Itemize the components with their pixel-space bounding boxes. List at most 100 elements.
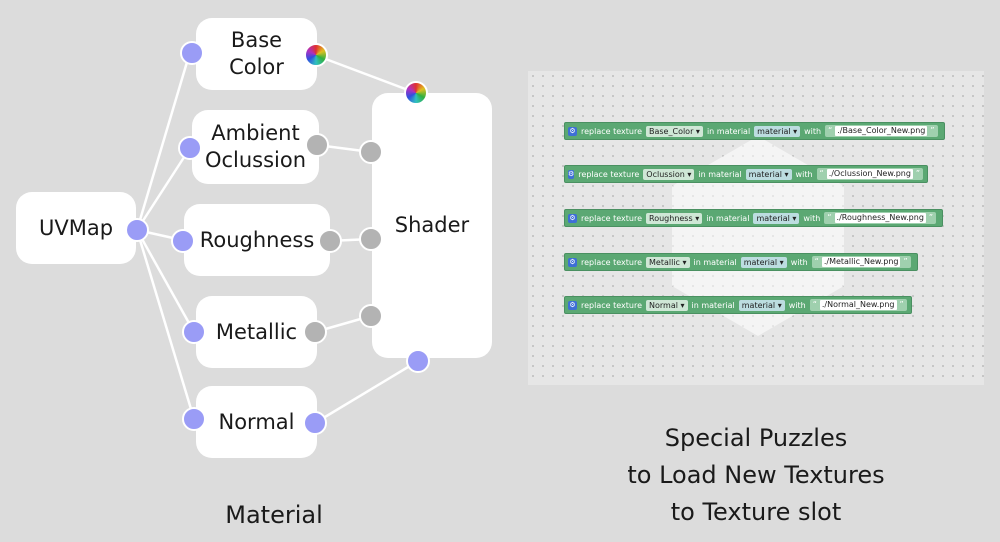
material-dropdown-value: material — [748, 169, 782, 179]
replace-texture-block[interactable]: ⚙ replace texture Normal ▾ in material m… — [564, 296, 912, 314]
base-color-output-socket[interactable] — [304, 43, 328, 67]
block-in-material-label: in material — [706, 213, 750, 223]
occlusion-output-socket[interactable] — [305, 133, 329, 157]
block-label: replace texture — [581, 213, 642, 223]
normal-input-socket[interactable] — [182, 407, 206, 431]
roughness-output-socket[interactable] — [318, 229, 342, 253]
dropdown-arrow-icon: ▾ — [779, 257, 784, 267]
base-color-input-socket[interactable] — [180, 41, 204, 65]
material-dropdown-value: material — [741, 300, 776, 310]
block-with-label: with — [803, 213, 821, 223]
quote-open-icon: “ — [828, 126, 833, 135]
roughness-input-socket[interactable] — [171, 229, 195, 253]
quote-open-icon: “ — [819, 169, 824, 178]
texture-dropdown[interactable]: Roughness ▾ — [646, 212, 703, 224]
file-path-value: ./Oclussion_New.png — [826, 169, 913, 179]
metallic-label: Metallic — [215, 319, 298, 344]
material-dropdown[interactable]: material ▾ — [754, 125, 801, 137]
file-string-input[interactable]: “./Base_Color_New.png” — [825, 125, 938, 137]
file-path-value: ./Metallic_New.png — [821, 257, 901, 267]
gear-icon[interactable]: ⚙ — [568, 300, 577, 310]
block-in-material-label: in material — [706, 126, 751, 136]
block-label: replace texture — [581, 300, 642, 310]
shader-color-input-socket[interactable] — [404, 81, 428, 105]
uvmap-output-socket[interactable] — [125, 218, 149, 242]
edge-uvmap-basecolor — [135, 51, 192, 231]
texture-dropdown-value: Oclussion — [646, 169, 685, 179]
normal-node[interactable]: Normal — [196, 386, 317, 458]
block-label: replace texture — [581, 126, 642, 136]
file-string-input[interactable]: “./Roughness_New.png” — [824, 212, 937, 224]
metallic-input-socket[interactable] — [182, 320, 206, 344]
replace-texture-block[interactable]: ⚙ replace texture Roughness ▾ in materia… — [564, 209, 943, 227]
gear-icon[interactable]: ⚙ — [568, 126, 577, 136]
texture-dropdown[interactable]: Oclussion ▾ — [643, 168, 695, 180]
quote-open-icon: “ — [814, 257, 819, 266]
normal-output-socket[interactable] — [303, 411, 327, 435]
texture-dropdown[interactable]: Base_Color ▾ — [646, 125, 703, 137]
roughness-label: Roughness — [199, 227, 315, 252]
dropdown-arrow-icon: ▾ — [695, 126, 700, 136]
block-with-label: with — [804, 126, 822, 136]
edge-uvmap-metallic — [135, 229, 196, 333]
replace-texture-block[interactable]: ⚙ replace texture Metallic ▾ in material… — [564, 253, 918, 271]
gear-icon[interactable]: ⚙ — [568, 169, 575, 179]
uvmap-label: UVMap — [38, 215, 114, 240]
dropdown-arrow-icon: ▾ — [792, 213, 797, 223]
quote-open-icon: “ — [827, 213, 832, 222]
file-string-input[interactable]: “./Metallic_New.png” — [811, 256, 911, 268]
base-color-label: Base Color — [229, 28, 284, 79]
file-path-value: ./Base_Color_New.png — [835, 126, 928, 136]
quote-close-icon: ” — [928, 213, 934, 222]
replace-texture-block[interactable]: ⚙ replace texture Oclussion ▾ in materia… — [564, 165, 928, 183]
metallic-output-socket[interactable] — [303, 320, 327, 344]
file-string-input[interactable]: “./Oclussion_New.png” — [816, 168, 924, 180]
puzzle-workspace[interactable]: ⚙ replace texture Base_Color ▾ in materi… — [528, 71, 984, 385]
quote-close-icon: ” — [915, 169, 921, 178]
occlusion-input-socket[interactable] — [178, 136, 202, 160]
roughness-node[interactable]: Roughness — [184, 204, 330, 276]
edge-basecolor-shader — [314, 53, 417, 95]
shader-metallic-input-socket[interactable] — [359, 304, 383, 328]
block-with-label: with — [790, 257, 808, 267]
dropdown-arrow-icon: ▾ — [680, 300, 685, 310]
quote-close-icon: ” — [899, 300, 904, 309]
block-in-material-label: in material — [691, 300, 735, 310]
block-in-material-label: in material — [693, 257, 737, 267]
shader-node[interactable]: Shader — [372, 93, 492, 358]
puzzles-caption: Special Puzzles to Load New Textures to … — [627, 424, 885, 526]
ambient-occlusion-node[interactable]: Ambient Oclussion — [192, 110, 319, 184]
texture-dropdown[interactable]: Metallic ▾ — [646, 256, 690, 268]
material-dropdown[interactable]: material ▾ — [740, 256, 787, 268]
file-string-input[interactable]: “./Normal_New.png” — [809, 299, 907, 311]
material-dropdown[interactable]: material ▾ — [745, 168, 792, 180]
shader-occlusion-input-socket[interactable] — [359, 140, 383, 164]
block-with-label: with — [788, 300, 806, 310]
metallic-node[interactable]: Metallic — [196, 296, 317, 368]
edge-uvmap-occlusion — [135, 147, 192, 231]
normal-label: Normal — [218, 409, 295, 434]
material-dropdown-value: material — [743, 257, 778, 267]
texture-dropdown[interactable]: Normal ▾ — [646, 299, 688, 311]
uvmap-node[interactable]: UVMap — [16, 192, 136, 264]
base-color-node[interactable]: Base Color — [196, 18, 317, 90]
replace-texture-block[interactable]: ⚙ replace texture Base_Color ▾ in materi… — [564, 122, 945, 140]
material-dropdown[interactable]: material ▾ — [753, 212, 800, 224]
material-dropdown-value: material — [757, 126, 791, 136]
dropdown-arrow-icon: ▾ — [793, 126, 798, 136]
texture-dropdown-value: Base_Color — [649, 126, 694, 136]
edge-uvmap-normal — [135, 229, 196, 420]
block-label: replace texture — [581, 257, 642, 267]
dropdown-arrow-icon: ▾ — [687, 169, 692, 179]
material-dropdown[interactable]: material ▾ — [738, 299, 785, 311]
shader-roughness-input-socket[interactable] — [359, 227, 383, 251]
edge-normal-shader — [314, 359, 419, 425]
dropdown-arrow-icon: ▾ — [695, 213, 700, 223]
file-path-value: ./Normal_New.png — [819, 300, 897, 310]
gear-icon[interactable]: ⚙ — [568, 257, 577, 267]
shader-normal-input-socket[interactable] — [406, 349, 430, 373]
dropdown-arrow-icon: ▾ — [682, 257, 687, 267]
gear-icon[interactable]: ⚙ — [568, 213, 577, 223]
block-with-label: with — [795, 169, 813, 179]
